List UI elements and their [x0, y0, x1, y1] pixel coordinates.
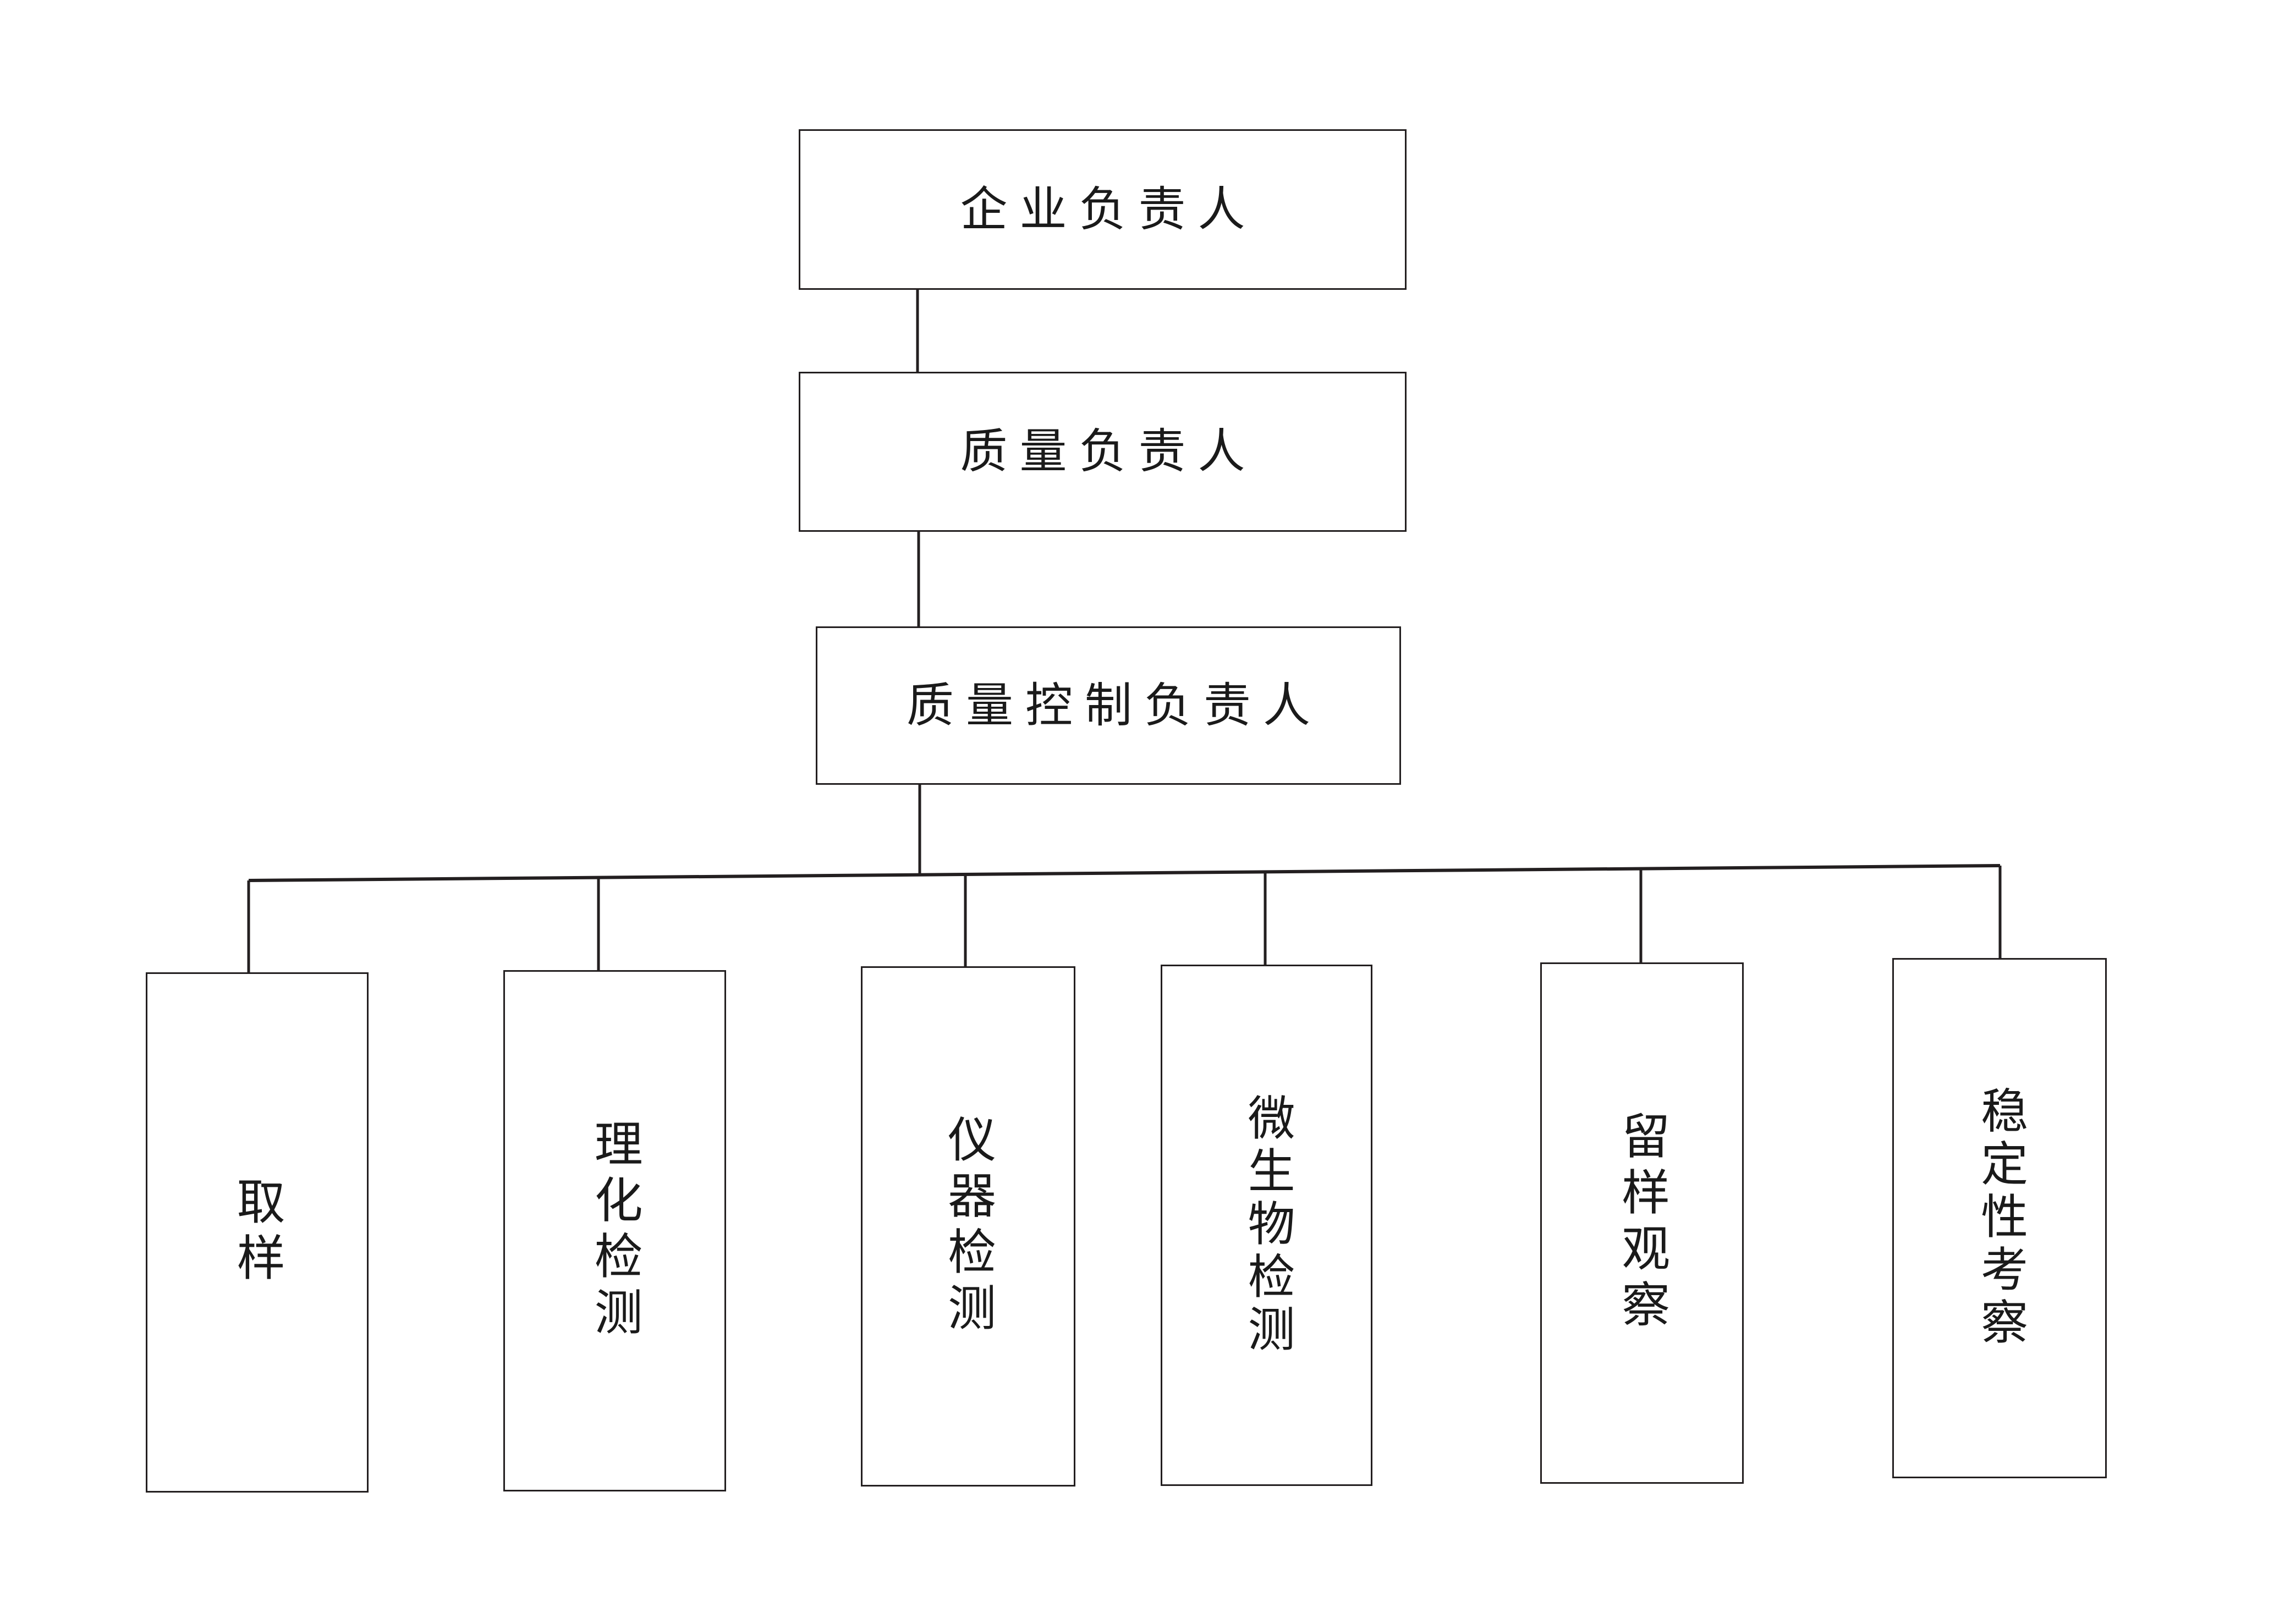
node-enterprise-leader[interactable]: 企业负责人	[799, 129, 1407, 290]
node-sampling[interactable]: 取样	[146, 972, 369, 1493]
node-physicochemical-testing[interactable]: 理化检测	[503, 970, 726, 1491]
node-quality-control-leader[interactable]: 质量控制负责人	[816, 626, 1401, 785]
node-retained-sample-observation-label: 留样观察	[1613, 1111, 1671, 1335]
node-instrument-testing-label: 仪器检测	[940, 1114, 997, 1339]
node-instrument-testing[interactable]: 仪器检测	[861, 966, 1075, 1487]
node-quality-leader[interactable]: 质量负责人	[799, 372, 1407, 532]
node-sampling-label: 取样	[229, 1176, 286, 1289]
node-enterprise-leader-label: 企业负责人	[960, 181, 1257, 237]
node-microbiological-testing-label: 微生物检测	[1239, 1093, 1295, 1357]
node-physicochemical-testing-label: 理化检测	[586, 1119, 644, 1343]
distribution-bus	[248, 864, 2001, 882]
node-quality-control-leader-label: 质量控制负责人	[907, 678, 1322, 733]
node-quality-leader-label: 质量负责人	[960, 424, 1257, 480]
node-stability-study[interactable]: 稳定性考察	[1892, 958, 2107, 1478]
node-stability-study-label: 稳定性考察	[1972, 1086, 2028, 1350]
node-retained-sample-observation[interactable]: 留样观察	[1540, 962, 1744, 1484]
node-microbiological-testing[interactable]: 微生物检测	[1161, 965, 1372, 1486]
